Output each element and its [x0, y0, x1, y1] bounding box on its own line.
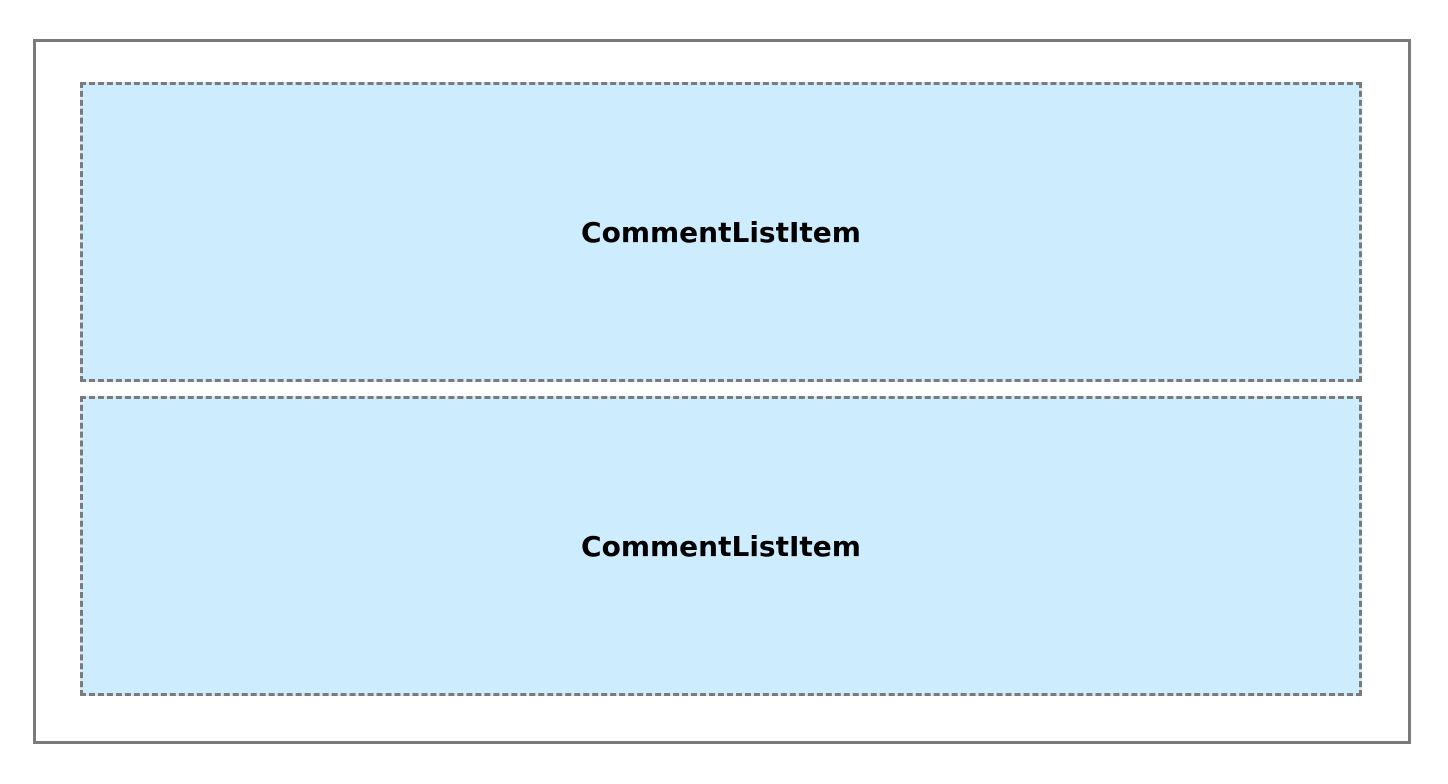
comment-list-item-label: CommentListItem: [581, 215, 861, 249]
comment-list-item-1: CommentListItem: [80, 82, 1362, 382]
comment-list-item-2: CommentListItem: [80, 396, 1362, 696]
comment-list-item-label: CommentListItem: [581, 529, 861, 563]
